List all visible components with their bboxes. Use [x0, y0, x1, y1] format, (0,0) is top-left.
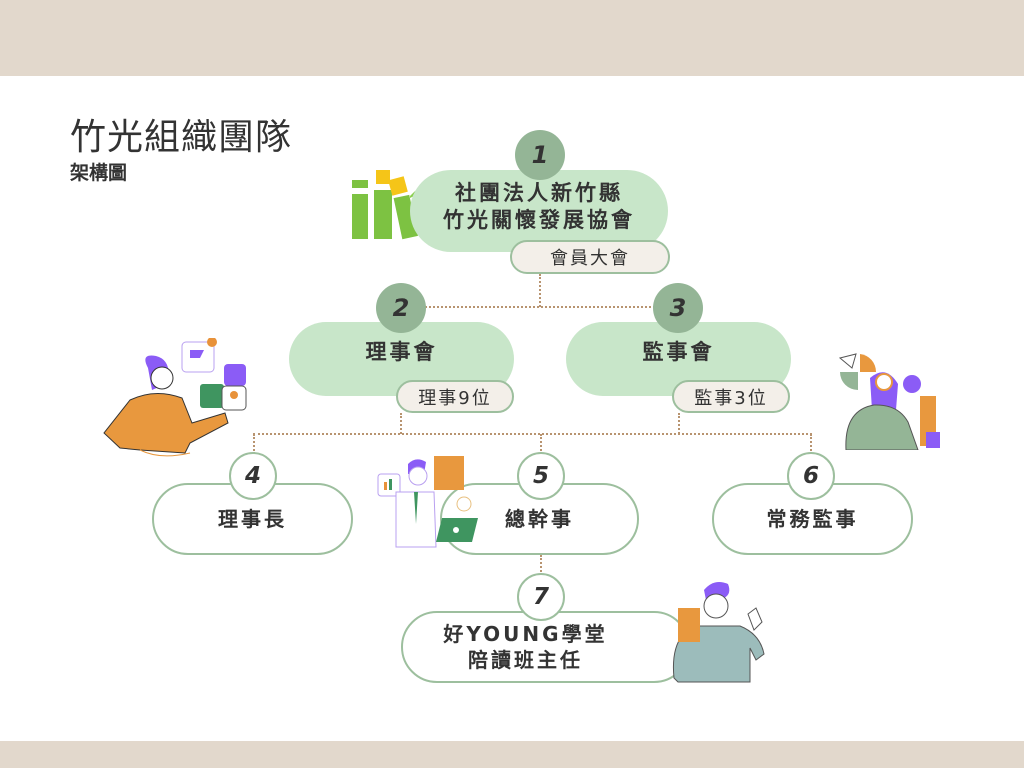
- woman-with-magnifier-illustration: [838, 353, 940, 450]
- node-label: 總幹事: [505, 507, 574, 531]
- page-subtitle: 架構圖: [70, 162, 128, 184]
- node-tag-members-assembly: 會員大會: [510, 240, 670, 274]
- top-band: [0, 0, 1024, 76]
- woman-with-icons-illustration: [103, 338, 247, 457]
- node-label-line1: 社團法人新竹縣: [455, 181, 623, 205]
- org-node-association: 社團法人新竹縣 竹光關懷發展協會: [410, 170, 668, 252]
- org-node-standing-supervisor: 常務監事: [712, 483, 913, 555]
- node-number-badge: 7: [517, 573, 565, 621]
- node-number-badge: 3: [653, 283, 703, 333]
- connector: [540, 555, 542, 575]
- node-number-badge: 4: [229, 452, 277, 500]
- connector: [400, 413, 402, 434]
- page-title: 竹光組織團隊: [70, 117, 293, 158]
- connector: [425, 306, 655, 308]
- node-number-badge: 2: [376, 283, 426, 333]
- node-label: 理事會: [365, 339, 438, 364]
- bottom-band: [0, 741, 1024, 768]
- connector: [678, 413, 680, 434]
- man-with-book-illustration: [672, 582, 765, 683]
- node-tag-directors-count: 理事9位: [396, 380, 514, 413]
- node-label: 常務監事: [766, 507, 859, 531]
- connector: [810, 434, 812, 454]
- node-label: 監事會: [642, 339, 715, 364]
- node-number-badge: 1: [515, 130, 565, 180]
- node-number-badge: 6: [787, 452, 835, 500]
- man-with-laptop-illustration: [377, 456, 478, 548]
- connector: [540, 434, 542, 454]
- connector: [253, 433, 812, 435]
- connector: [539, 274, 541, 307]
- node-label-line2: 竹光關懷發展協會: [443, 208, 635, 232]
- node-number-badge: 5: [517, 452, 565, 500]
- org-node-tutoring-director: 好YOUNG學堂 陪讀班主任: [401, 611, 690, 683]
- connector: [253, 434, 255, 454]
- node-tag-supervisors-count: 監事3位: [672, 380, 790, 413]
- node-label: 理事長: [218, 507, 287, 531]
- node-label-line2: 陪讀班主任: [467, 648, 583, 672]
- node-label-line1: 好YOUNG學堂: [443, 622, 608, 646]
